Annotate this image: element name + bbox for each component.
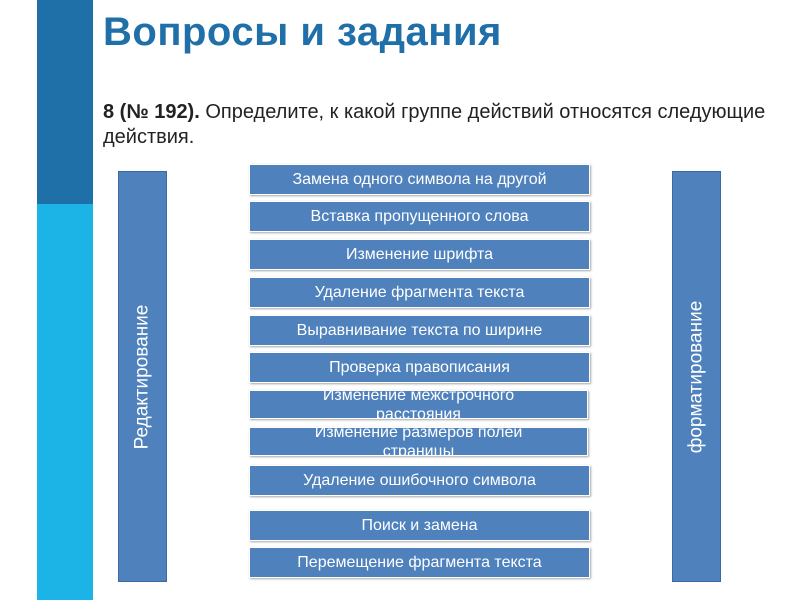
action-item-insert-word[interactable]: Вставка пропущенного слова — [249, 201, 590, 232]
action-item-delete-fragment[interactable]: Удаление фрагмента текста — [249, 277, 590, 308]
question-number: 8 (№ 192). — [103, 101, 200, 123]
action-item-justify-text[interactable]: Выравнивание текста по ширине — [249, 315, 590, 346]
action-item-page-margins[interactable]: Изменение размеров полей страницы — [249, 427, 588, 456]
page-title: Вопросы и задания — [103, 10, 502, 54]
action-item-spell-check[interactable]: Проверка правописания — [249, 352, 590, 383]
group-editing-column[interactable]: Редактирование — [118, 171, 167, 582]
decor-bar-top — [37, 0, 93, 204]
group-editing-label: Редактирование — [131, 304, 153, 449]
decor-bar-bottom — [37, 204, 93, 600]
action-item-delete-error-symbol[interactable]: Удаление ошибочного символа — [249, 465, 590, 496]
action-item-move-fragment[interactable]: Перемещение фрагмента текста — [249, 547, 590, 578]
action-item-replace-symbol[interactable]: Замена одного символа на другой — [249, 164, 590, 195]
question-text: 8 (№ 192). Определите, к какой группе де… — [103, 100, 773, 150]
action-item-line-spacing[interactable]: Изменение межстрочного расстояния — [249, 390, 588, 419]
group-formatting-label: форматирование — [685, 300, 707, 453]
group-formatting-column[interactable]: форматирование — [672, 171, 721, 582]
action-item-change-font[interactable]: Изменение шрифта — [249, 239, 590, 270]
action-item-find-replace[interactable]: Поиск и замена — [249, 510, 590, 541]
question-body: Определите, к какой группе действий отно… — [103, 101, 766, 148]
